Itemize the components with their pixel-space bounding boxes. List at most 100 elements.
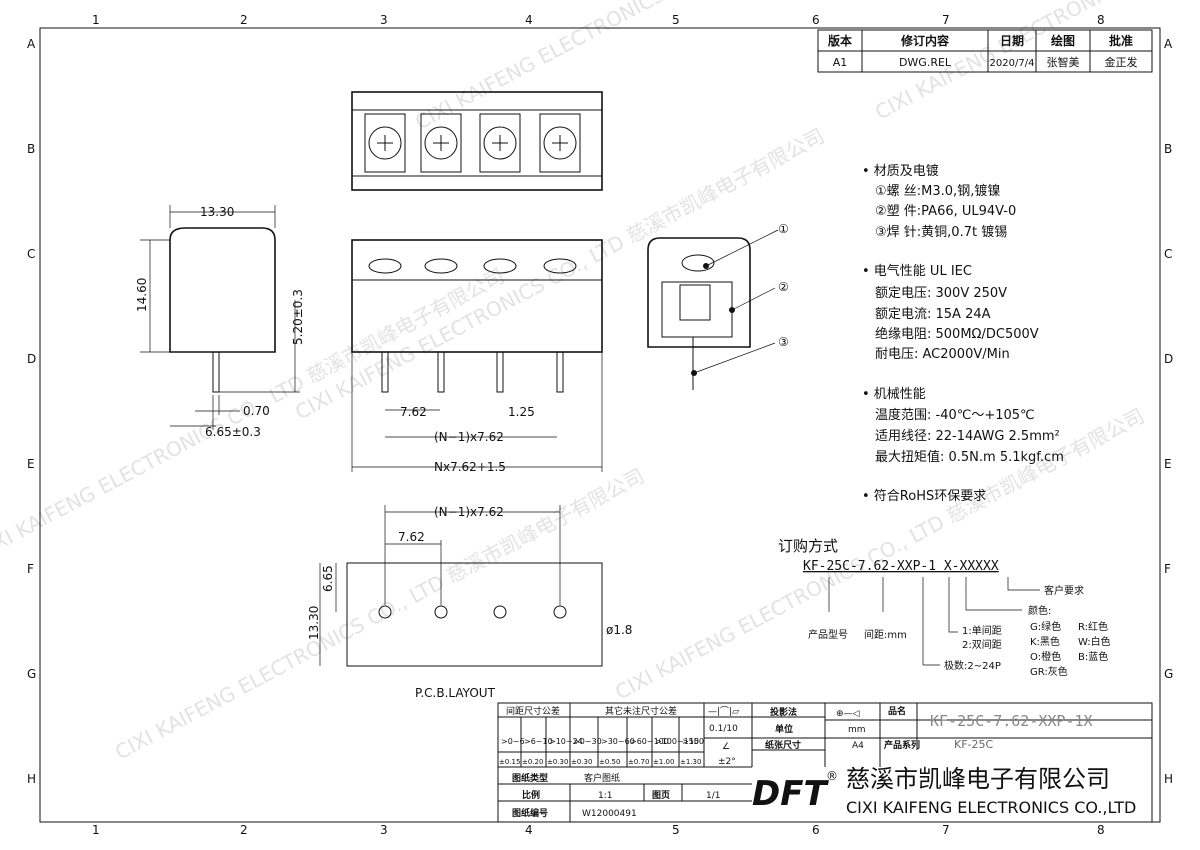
tol-value: ±0.15 bbox=[499, 758, 520, 766]
tol-range: >150 bbox=[682, 737, 704, 746]
screw-icon bbox=[424, 126, 458, 160]
spec-line: 适用线径: 22-14AWG 2.5mm² bbox=[875, 429, 1060, 444]
grid-row-label: B bbox=[1164, 142, 1172, 156]
tol-other-label: 其它未注尺寸公差 bbox=[605, 705, 677, 717]
grid-column-label: 6 bbox=[812, 13, 820, 27]
screw-head bbox=[424, 258, 458, 274]
color-option: GR:灰色 bbox=[1030, 665, 1068, 678]
pcb-dim-pitch: 7.62 bbox=[398, 530, 425, 544]
grid-row-label: A bbox=[1164, 37, 1173, 51]
ordering-info: 订购方式 KF-25C-7.62-XXP-1 X-XXXXX 产品型号 间距:m… bbox=[778, 537, 1111, 678]
pcb-hole-diameter: ø1.8 bbox=[606, 623, 632, 637]
screw-head bbox=[543, 258, 577, 274]
scale-value: 1:1 bbox=[598, 791, 612, 801]
grid-column-label: 4 bbox=[525, 823, 533, 837]
paper-label: 纸张尺寸 bbox=[765, 739, 801, 751]
grid-row-label: H bbox=[27, 772, 36, 786]
spec-line: • 符合RoHS环保要求 bbox=[862, 488, 986, 504]
rev-cell: 2020/7/4 bbox=[990, 58, 1035, 69]
grid-column-label: 3 bbox=[380, 13, 388, 27]
pin bbox=[556, 351, 564, 393]
grid-row-label: D bbox=[27, 352, 36, 366]
grid-column-label: 8 bbox=[1097, 823, 1105, 837]
side-view: 13.30 14.60 5.20±0.3 0.70 6.65±0.3 bbox=[135, 205, 305, 439]
unit-value: mm bbox=[848, 725, 866, 735]
paper-value: A4 bbox=[852, 741, 864, 751]
color-option: R:红色 bbox=[1078, 620, 1108, 633]
series-value: KF-25C bbox=[954, 738, 994, 751]
spec-line: 额定电压: 300V 250V bbox=[875, 286, 1007, 301]
grid-row-label: C bbox=[27, 247, 35, 261]
ordering-code: KF-25C-7.62-XXP-1 X-XXXXX bbox=[803, 559, 999, 574]
grid-row-label: H bbox=[1164, 772, 1173, 786]
projection-label: 投影法 bbox=[770, 706, 797, 718]
top-view bbox=[351, 91, 603, 191]
ordering-title: 订购方式 bbox=[778, 537, 838, 555]
series-label: 产品系列 bbox=[884, 739, 920, 751]
rev-cell: DWG.REL bbox=[899, 56, 952, 69]
dim-n-minus-1: (N−1)x7.62 bbox=[434, 430, 504, 444]
section-view: ① ② ③ bbox=[647, 222, 789, 390]
tol-value: ±1.00 bbox=[653, 758, 674, 766]
rev-header: 批准 bbox=[1109, 33, 1133, 48]
pcb-dim-half: 6.65 bbox=[321, 565, 335, 592]
pin bbox=[437, 351, 445, 393]
unit-label: 单位 bbox=[775, 723, 793, 735]
color-option: B:蓝色 bbox=[1078, 650, 1108, 663]
dim-pin-width: 0.70 bbox=[243, 404, 270, 418]
spec-line: 最大扭矩值: 0.5N.m 5.1kgf.cm bbox=[875, 449, 1064, 465]
type-value: 客户图纸 bbox=[584, 772, 620, 784]
name-label: 品名 bbox=[888, 705, 906, 717]
pcb-dim-height: 13.30 bbox=[307, 606, 321, 640]
grid-column-label: 1 bbox=[92, 823, 100, 837]
front-view: 7.62 1.25 (N−1)x7.62 Nx7.62+1.5 bbox=[351, 239, 603, 474]
screw-icon bbox=[543, 126, 577, 160]
grid-column-label: 1 bbox=[92, 13, 100, 27]
grid-column-label: 7 bbox=[942, 13, 950, 27]
screw-head bbox=[368, 258, 402, 274]
company-name-en: CIXI KAIFENG ELECTRONICS CO.,LTD bbox=[846, 798, 1136, 817]
tol-value: ±0.30 bbox=[547, 758, 568, 766]
grid-column-label: 5 bbox=[672, 823, 680, 837]
dim-width: 13.30 bbox=[200, 205, 234, 219]
tol-range: >10~24 bbox=[549, 737, 583, 746]
grid-row-label: G bbox=[27, 667, 36, 681]
drawing-no-value: W12000491 bbox=[582, 809, 637, 819]
registered-mark: ® bbox=[826, 769, 838, 783]
grid-row-label: E bbox=[1164, 457, 1172, 471]
revision-table: 版本 修订内容 日期 绘图 批准 A1 DWG.REL 2020/7/4 张智美… bbox=[817, 29, 1153, 73]
page-label: 图页 bbox=[652, 790, 670, 801]
color-option: K:黑色 bbox=[1030, 635, 1060, 648]
rev-cell: 金正发 bbox=[1105, 55, 1138, 69]
tol-range: >30~60 bbox=[601, 737, 635, 746]
grid-column-label: 5 bbox=[672, 13, 680, 27]
pcb-layout-label: P.C.B.LAYOUT bbox=[415, 686, 496, 700]
dim-pitch: 7.62 bbox=[400, 405, 427, 419]
grid-column-label: 3 bbox=[380, 823, 388, 837]
spec-line: 额定电流: 15A 24A bbox=[875, 307, 991, 322]
page-value: 1/1 bbox=[706, 791, 720, 801]
spec-line: ③焊 针:黄铜,0.7t 镀锡 bbox=[875, 224, 1007, 240]
screw-icon bbox=[368, 126, 402, 160]
title-block: 间距尺寸公差 其它未注尺寸公差 —|⌒|▱ >0~6±0.15>6~10±0.2… bbox=[497, 702, 1153, 823]
tol-range: >0~30 bbox=[573, 737, 602, 746]
grid-column-label: 4 bbox=[525, 13, 533, 27]
spec-line: 耐电压: AC2000V/Min bbox=[875, 347, 1010, 362]
grid-column-label: 2 bbox=[240, 13, 248, 27]
grid-row-label: E bbox=[27, 457, 35, 471]
spec-line: • 机械性能 bbox=[862, 387, 926, 402]
grid-row-label: C bbox=[1164, 247, 1172, 261]
grid-row-label: B bbox=[27, 142, 35, 156]
color-option: G:绿色 bbox=[1030, 620, 1061, 633]
tol-value: ±0.50 bbox=[599, 758, 620, 766]
tol-range: >100~150 bbox=[655, 737, 699, 746]
color-option: W:白色 bbox=[1078, 635, 1111, 648]
dim-pin-thickness: 1.25 bbox=[508, 405, 535, 419]
spec-line: • 材质及电镀 bbox=[862, 163, 939, 179]
tol-range: >0~6 bbox=[501, 737, 525, 746]
tol-value: ±0.70 bbox=[628, 758, 649, 766]
pin bbox=[496, 351, 504, 393]
grid-column-label: 2 bbox=[240, 823, 248, 837]
